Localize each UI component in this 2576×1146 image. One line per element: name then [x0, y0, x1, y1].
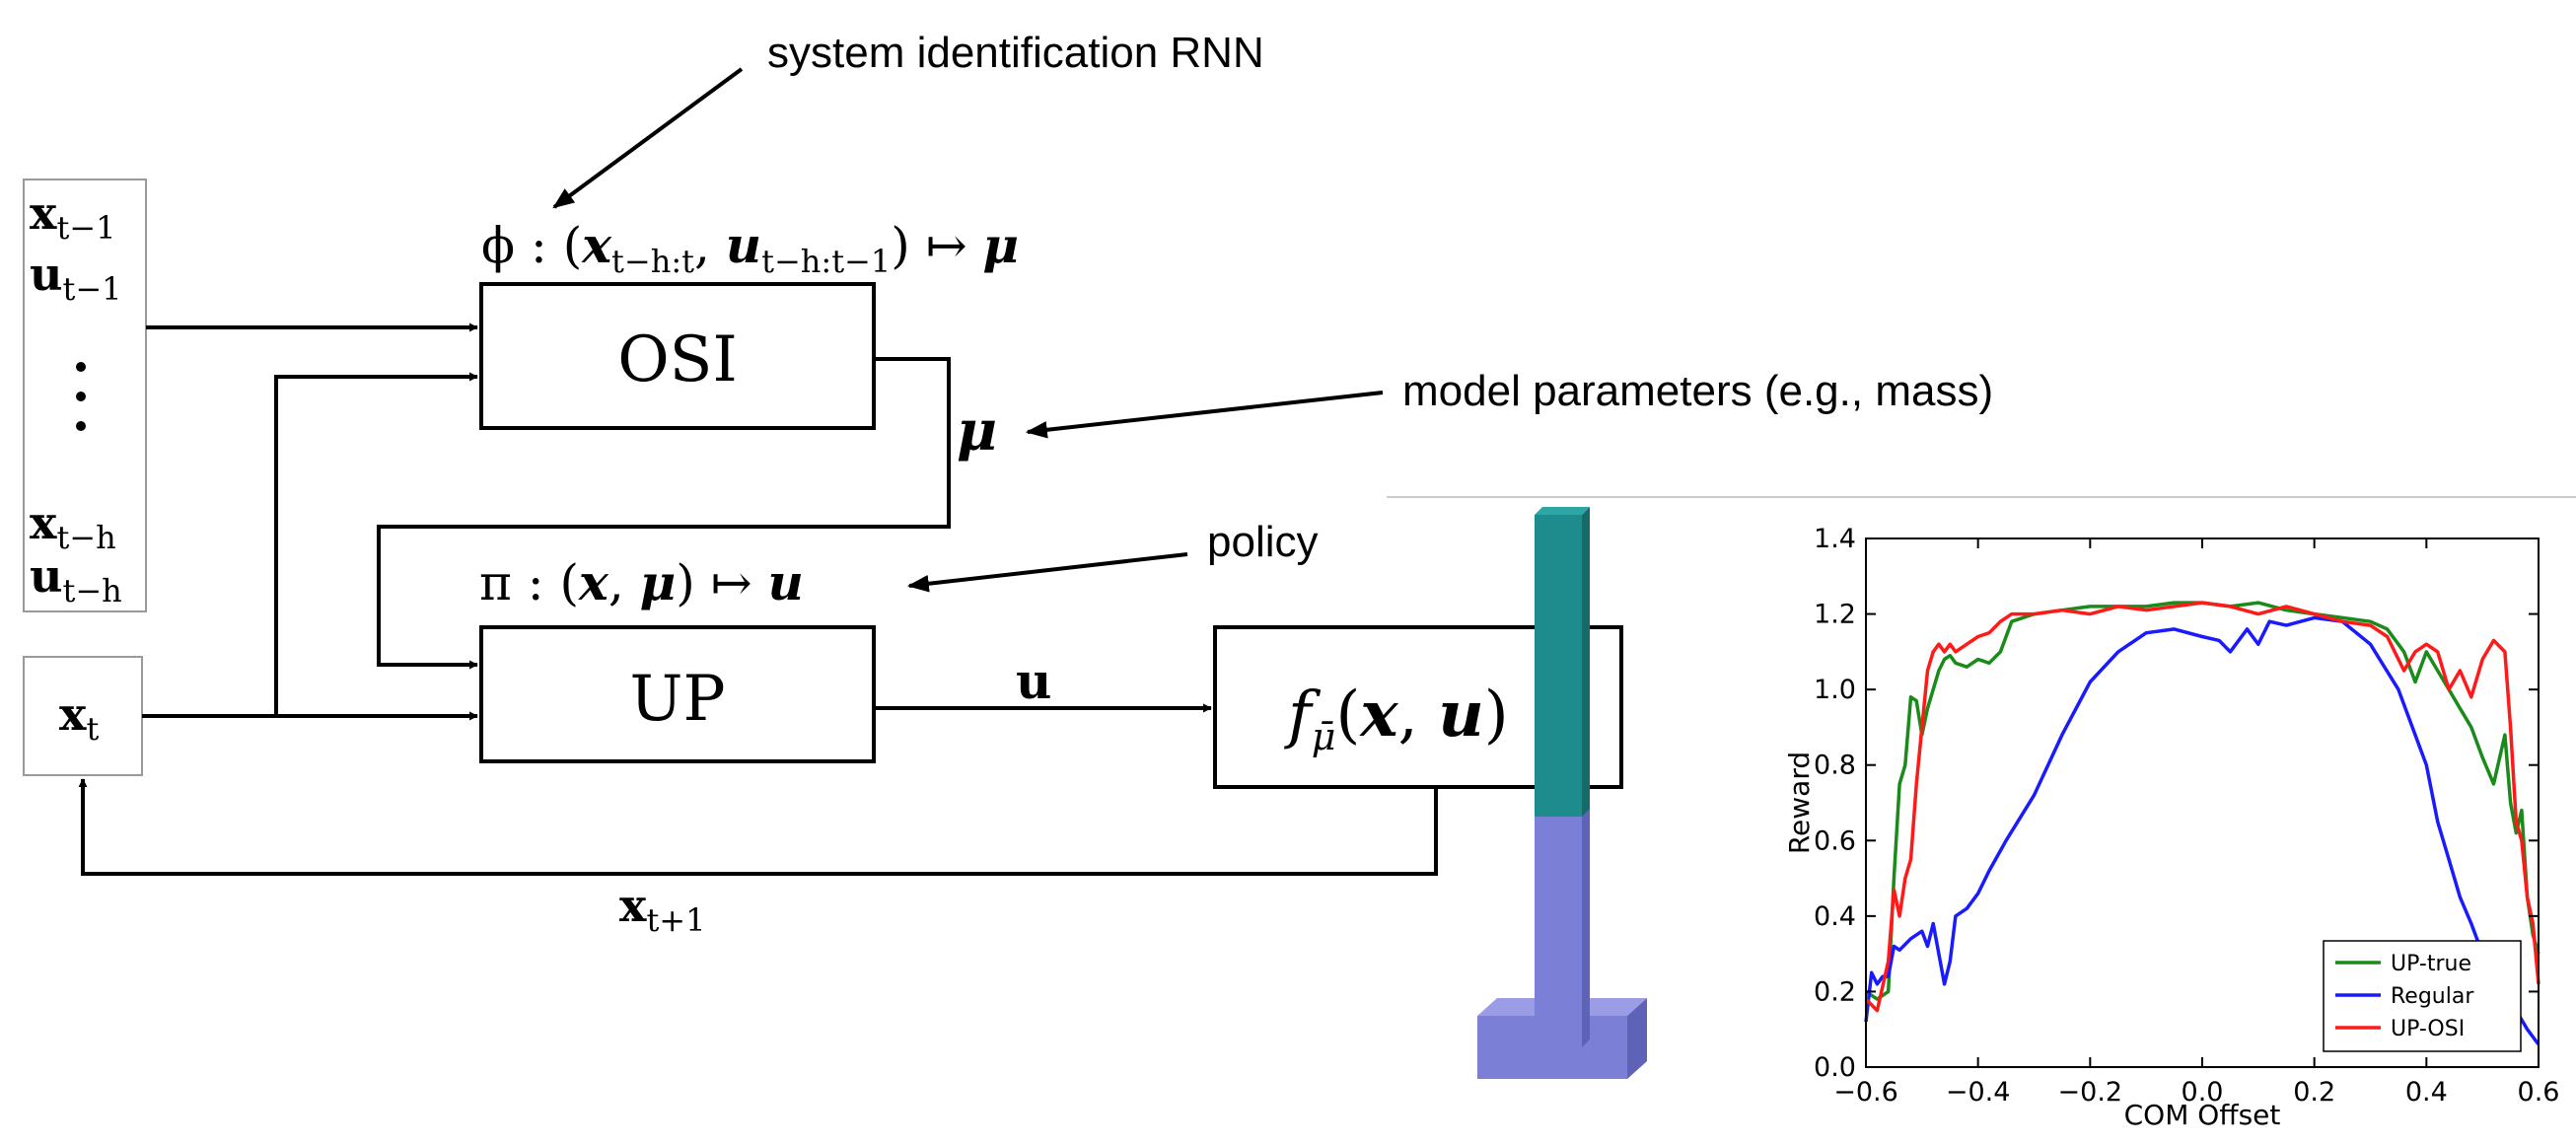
x-tick-label: 0.4 — [2405, 1077, 2448, 1108]
legend-label: UP-true — [2391, 952, 2471, 976]
osi-formula: ϕ : (xt−h:t, ut−h:t−1) ↦ μ — [481, 216, 1019, 280]
mu-label: μ — [957, 398, 997, 464]
robot-pole-top — [1535, 507, 1590, 515]
legend-label: UP-OSI — [2391, 1017, 2465, 1041]
x-tick-label: 0.0 — [2182, 1077, 2224, 1108]
line-osi-to-mu — [377, 357, 951, 670]
legend-box — [2323, 940, 2522, 1052]
series-line-up-osi — [1864, 601, 2540, 1013]
history-box — [23, 179, 147, 612]
robot-pole-lower-front — [1535, 815, 1582, 1047]
robot-base-side — [1627, 998, 1647, 1079]
connectors — [78, 322, 1438, 876]
x-tick-label: 0.2 — [2293, 1077, 2335, 1108]
robot-pole-upper-front — [1535, 515, 1582, 817]
annotation-params: model parameters (e.g., mass) — [1402, 367, 1993, 415]
y-tick-label: 0.6 — [1814, 825, 1856, 856]
up-formula: π : (x, μ) ↦ u — [479, 553, 804, 611]
y-tick-label: 0.2 — [1814, 976, 1856, 1007]
x-tick-label: −0.6 — [1833, 1077, 1898, 1108]
history-row-2: xt−h — [30, 496, 116, 556]
ellipsis-vertical — [76, 362, 86, 431]
annotation-rnn: system identification RNN — [767, 29, 1264, 77]
x-tick-label: −0.4 — [1946, 1077, 2011, 1108]
osi-label: OSI — [617, 323, 738, 396]
up-label: UP — [630, 663, 726, 736]
y-tick-label: 0.0 — [1814, 1052, 1856, 1083]
robot-render — [1477, 507, 1647, 1079]
u-label: u — [1016, 652, 1051, 710]
y-tick-label: 1.2 — [1814, 600, 1856, 630]
arrow-state-to-osi — [274, 372, 478, 716]
y-tick-label: 0.4 — [1814, 901, 1856, 932]
history-row-3: ut−h — [30, 549, 122, 609]
state-label: xt — [59, 687, 99, 748]
osi-block — [479, 282, 876, 430]
robot-pole-upper-side — [1582, 507, 1590, 817]
next-state-label: xt+1 — [619, 879, 705, 939]
robot-pole-lower-side — [1582, 807, 1590, 1047]
history-row-0: xt−1 — [30, 186, 115, 247]
y-tick-label: 0.8 — [1814, 751, 1856, 781]
up-block — [479, 625, 876, 763]
legend-label: Regular — [2391, 984, 2474, 1009]
y-axis-label: Reward — [1783, 752, 1816, 854]
x-tick-label: 0.6 — [2518, 1077, 2560, 1108]
y-tick-label: 1.4 — [1814, 524, 1856, 554]
arrow-feedback — [78, 778, 1438, 876]
annotation-params-arrow — [1025, 391, 1384, 439]
dynamics-formula: fμ̄(x, u) — [1284, 678, 1509, 758]
reward-chart: −0.6 −0.4 −0.2 0.0 0.2 0.4 0.6 0.0 0.2 0.4 0.6 0.8 1… — [1783, 524, 2559, 1131]
annotation-policy-arrow — [906, 552, 1188, 593]
x-axis-label: COM Offset — [2124, 1099, 2281, 1131]
x-tick-label: −0.2 — [2058, 1077, 2123, 1108]
series-line-up-true — [1865, 601, 2540, 1001]
annotation-rnn-arrow — [552, 67, 744, 209]
y-tick-label: 1.0 — [1814, 675, 1856, 705]
history-row-1: ut−1 — [30, 248, 121, 308]
annotation-policy: policy — [1207, 518, 1319, 566]
series-line-regular — [1864, 615, 2540, 1046]
